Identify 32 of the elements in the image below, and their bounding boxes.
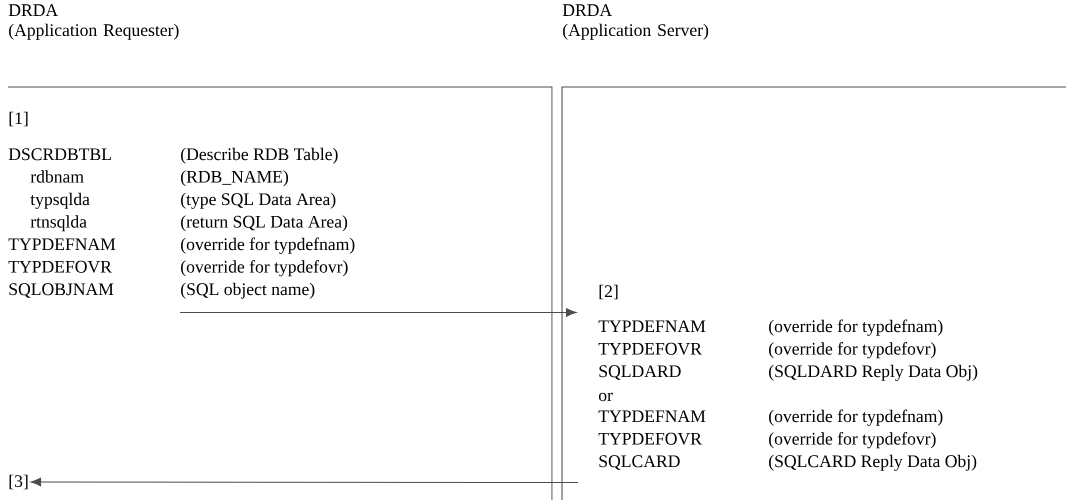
field-description: (RDB_NAME)	[181, 170, 288, 187]
field-name: typsqlda	[30, 192, 90, 209]
field-description: (override for typdefnam)	[181, 237, 355, 254]
field-name: TYPDEFOVR	[598, 432, 702, 445]
field-description: (SQL object name)	[181, 282, 315, 299]
field-description: (override for typdefovr)	[181, 260, 348, 277]
field-name: rtnsqlda	[30, 215, 87, 232]
field-name: TYPDEFNAM	[598, 410, 706, 423]
field-name: TYPDEFOVR	[598, 342, 702, 355]
or-label: or	[598, 392, 613, 402]
field-name: TYPDEFNAM	[598, 320, 706, 333]
arrow	[179, 308, 577, 317]
field-description: (return SQL Data Area)	[181, 215, 348, 232]
field-name: rdbnam	[30, 170, 84, 183]
field-description: (override for typdefovr)	[769, 342, 936, 359]
field-name: DSCRDBTBL	[8, 148, 111, 161]
field-name: SQLOBJNAM	[9, 283, 114, 298]
field-name: TYPDEFNAM	[8, 238, 116, 251]
field-description: (SQLDARD Reply Data Obj)	[769, 364, 978, 381]
step-number: [2]	[599, 284, 618, 300]
field-name: SQLCARD	[599, 455, 680, 470]
field-description: (override for typdefnam)	[769, 319, 943, 336]
field-description: (override for typdefnam)	[769, 409, 943, 426]
step-number: [3]	[9, 474, 28, 490]
field-name: TYPDEFOVR	[8, 260, 112, 273]
field-name: SQLDARD	[599, 365, 681, 380]
field-description: (type SQL Data Area)	[181, 192, 336, 209]
arrow	[30, 477, 579, 487]
field-description: (SQLCARD Reply Data Obj)	[769, 454, 977, 471]
step-number: [1]	[9, 111, 28, 127]
field-description: (override for typdefovr)	[769, 432, 936, 449]
field-description: (Describe RDB Table)	[181, 147, 338, 164]
